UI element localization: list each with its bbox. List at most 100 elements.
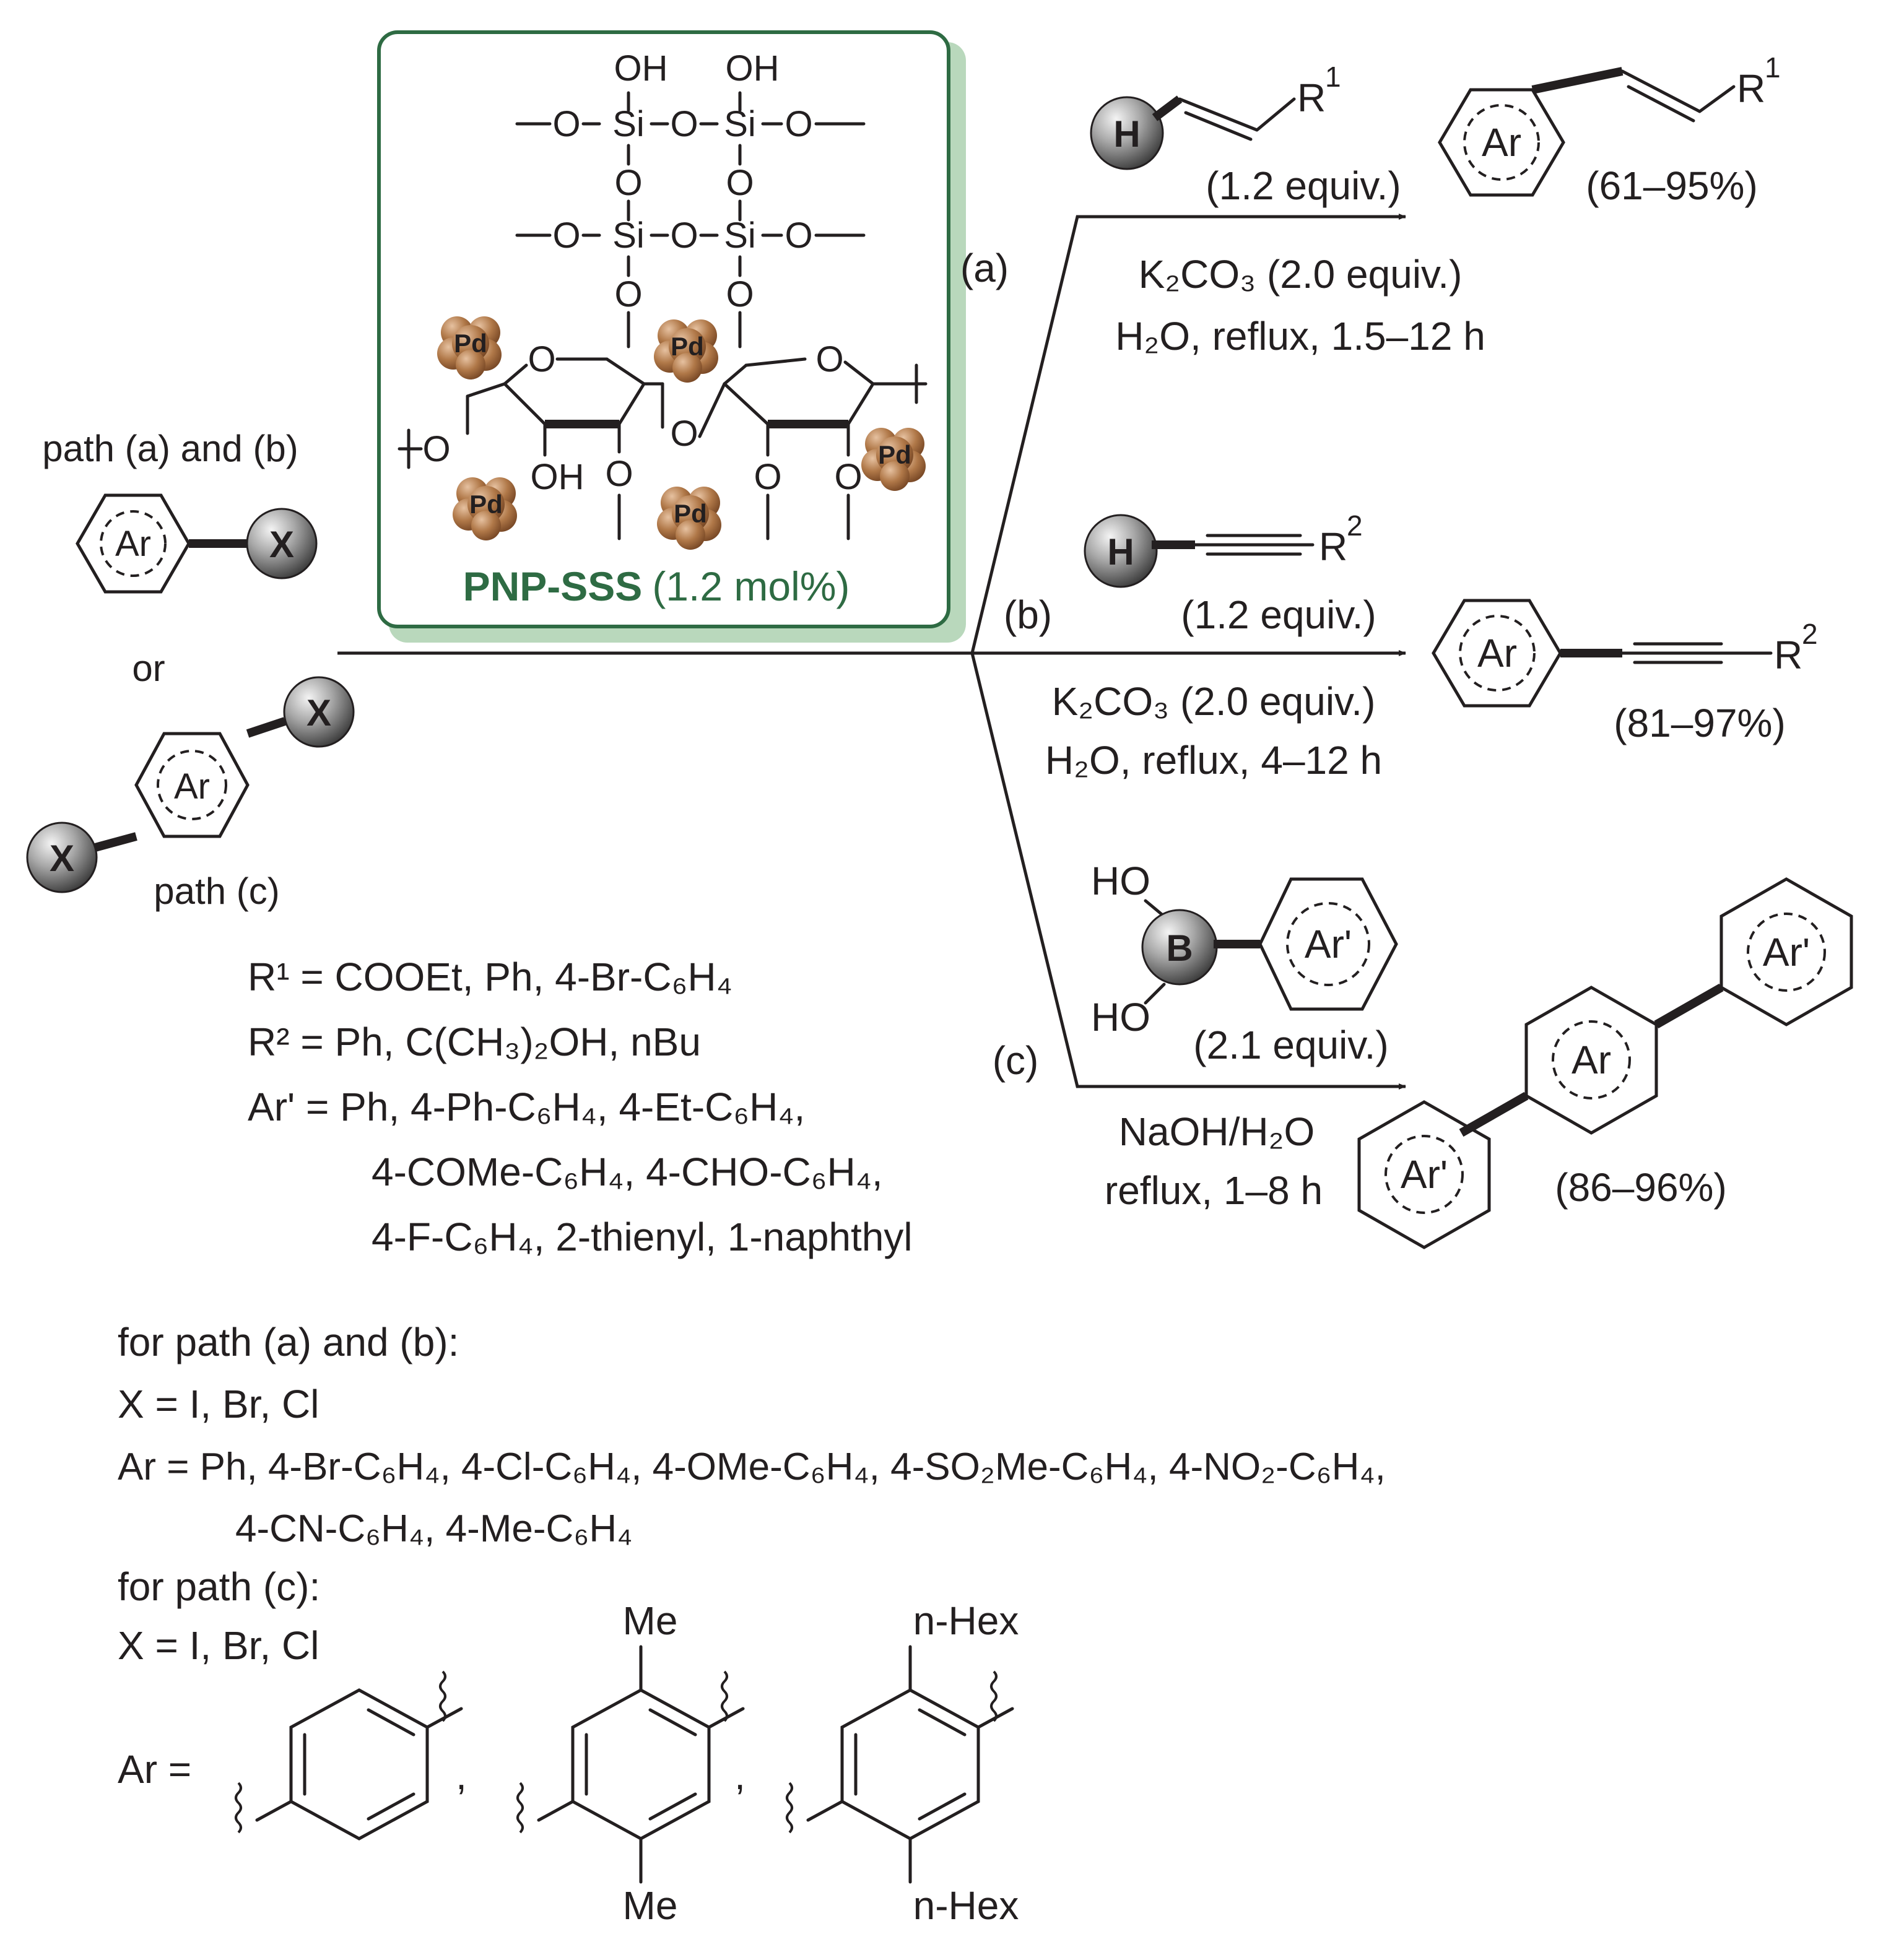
svg-text:H: H [1107, 531, 1134, 573]
route-b-conditions: H₂O, reflux, 4–12 h [1045, 738, 1382, 783]
reaction-arrows [337, 214, 1406, 1090]
svg-text:O: O [726, 163, 754, 203]
route-c-equiv: (2.1 equiv.) [1193, 1023, 1388, 1067]
svg-text:Ar': Ar' [1401, 1152, 1448, 1197]
svg-text:2: 2 [1347, 510, 1363, 542]
path-ab-x: X = I, Br, Cl [118, 1382, 319, 1426]
svg-text:O: O [754, 457, 781, 497]
svg-text:Ar: Ar [115, 524, 151, 564]
svg-text:Si: Si [724, 215, 756, 256]
svg-text:X: X [306, 692, 331, 734]
svg-text:O: O [726, 274, 754, 314]
svg-text:Ar: Ar [1482, 120, 1521, 165]
pd-nanoparticle: Pd [437, 316, 502, 379]
ar-prime-definition-3: 4-F-C₆H₄, 2-thienyl, 1-naphthyl [372, 1215, 913, 1259]
pd-nanoparticle: Pd [654, 319, 718, 383]
route-b: H R 2 (1.2 equiv.) (b) K₂CO₃ (2.0 equiv.… [1004, 510, 1818, 783]
terphenyl-product: Ar Ar' Ar' [1357, 877, 1853, 1249]
path-c-x: X = I, Br, Cl [118, 1623, 319, 1668]
svg-text:X: X [50, 838, 74, 879]
svg-text:O: O [785, 104, 812, 144]
svg-text:O: O [785, 215, 812, 256]
route-a-label: (a) [960, 246, 1009, 290]
svg-text:O: O [670, 215, 698, 256]
route-a-conditions: H₂O, reflux, 1.5–12 h [1115, 314, 1485, 358]
svg-text:O: O [552, 104, 580, 144]
phenylene-structure [235, 1670, 463, 1841]
route-c-label: (c) [993, 1038, 1039, 1083]
svg-text:HO: HO [1091, 859, 1150, 903]
r1-definition: R¹ = COOEt, Ph, 4-Br-C₆H₄ [248, 955, 732, 999]
pd-nanoparticle: Pd [861, 428, 926, 491]
svg-text:O: O [552, 215, 580, 256]
svg-text:HO: HO [1091, 995, 1150, 1039]
starting-materials: path (a) and (b) Ar X or Ar X X path (c) [26, 428, 355, 912]
svg-text:B: B [1166, 927, 1193, 969]
svg-text:OH: OH [726, 48, 780, 89]
substituent-definitions: R¹ = COOEt, Ph, 4-Br-C₆H₄ R² = Ph, C(CH₃… [118, 955, 1386, 1792]
boronic-acid-reagent: HO HO B Ar' [1091, 859, 1398, 1039]
svg-text:R: R [1737, 66, 1765, 111]
route-c: HO HO B Ar' (2.1 equiv.) (c) NaOH/H₂O re… [993, 859, 1853, 1249]
cellulose-chain: O O OH O O O [398, 339, 928, 540]
svg-text:R: R [1297, 76, 1326, 120]
silica-layer: OH OH O Si O Si O O O O Si O [515, 48, 866, 349]
svg-text:Ar: Ar [1477, 631, 1517, 675]
svg-text:X: X [269, 524, 294, 565]
svg-text:O: O [422, 429, 450, 469]
svg-text:,: , [734, 1753, 746, 1798]
svg-text:OH: OH [614, 48, 668, 89]
alkyne-reagent: H R 2 [1084, 510, 1363, 588]
svg-text:Me: Me [623, 1598, 678, 1643]
svg-text:1: 1 [1765, 51, 1781, 84]
svg-text:Pd: Pd [674, 499, 707, 528]
svg-text:R: R [1319, 524, 1347, 569]
svg-text:Si: Si [612, 215, 645, 256]
svg-text:O: O [528, 339, 555, 379]
path-ab-ar-1: Ar = Ph, 4-Br-C₆H₄, 4-Cl-C₆H₄, 4-OMe-C₆H… [118, 1446, 1386, 1488]
svg-text:H: H [1113, 113, 1140, 155]
route-a-equiv: (1.2 equiv.) [1206, 163, 1401, 208]
svg-text:R: R [1774, 633, 1802, 677]
svg-text:Si: Si [612, 104, 645, 144]
svg-text:Pd: Pd [671, 332, 704, 361]
r2-definition: R² = Ph, C(CH₃)₂OH, nBu [248, 1020, 701, 1064]
ar-prime-definition-1: Ar' = Ph, 4-Ph-C₆H₄, 4-Et-C₆H₄, [248, 1085, 805, 1129]
path-c-ar-structures: , Me Me , n-Hex n-Hex [235, 1598, 1019, 1928]
svg-text:n-Hex: n-Hex [913, 1598, 1019, 1643]
route-b-label: (b) [1004, 592, 1052, 637]
dihaloarene: Ar X X [26, 676, 355, 893]
pd-nanoparticle: Pd [657, 487, 721, 550]
route-b-equiv: (1.2 equiv.) [1181, 592, 1376, 637]
route-c-conditions: reflux, 1–8 h [1105, 1168, 1323, 1213]
svg-text:O: O [605, 454, 633, 494]
svg-text:O: O [614, 163, 642, 203]
path-c-header: for path (c): [118, 1564, 320, 1609]
aryl-halide: Ar X [76, 493, 318, 594]
svg-text:n-Hex: n-Hex [913, 1883, 1019, 1928]
or-label: or [132, 648, 165, 689]
svg-text:,: , [456, 1753, 467, 1798]
path-ab-label: path (a) and (b) [42, 428, 298, 469]
route-a-base: K₂CO₃ (2.0 equiv.) [1139, 252, 1463, 297]
svg-text:Pd: Pd [454, 329, 487, 358]
path-c-ar-label: Ar = [118, 1747, 191, 1792]
svg-text:2: 2 [1802, 618, 1818, 650]
svg-text:Pd: Pd [878, 440, 911, 469]
alkyne-product: Ar R 2 [1432, 599, 1818, 708]
svg-text:O: O [815, 339, 843, 379]
svg-text:Pd: Pd [469, 490, 503, 519]
svg-text:O: O [614, 274, 642, 314]
route-b-base: K₂CO₃ (2.0 equiv.) [1052, 679, 1376, 724]
route-a: H R 1 (1.2 equiv.) (a) K₂CO₃ (2.0 equiv.… [960, 51, 1781, 358]
stilbene-product: Ar R 1 [1438, 51, 1781, 197]
dimethylphenylene-structure: Me Me [516, 1598, 745, 1928]
catalyst-label: PNP-SSS(1.2 mol%) [463, 563, 850, 609]
path-ab-header: for path (a) and (b): [118, 1320, 459, 1364]
route-c-base: NaOH/H₂O [1119, 1109, 1315, 1154]
svg-text:Ar: Ar [1571, 1038, 1611, 1082]
svg-text:O: O [670, 104, 698, 144]
svg-text:Me: Me [623, 1883, 678, 1928]
svg-text:OH: OH [531, 457, 585, 497]
